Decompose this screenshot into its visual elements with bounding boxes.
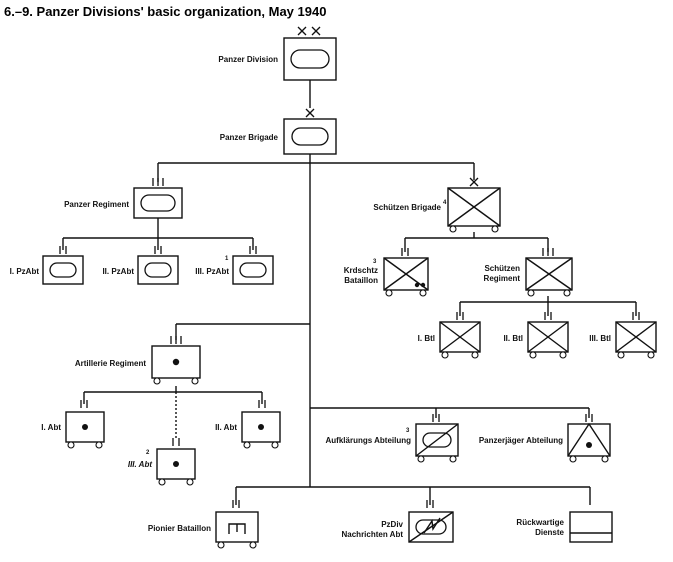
aufklaerung-label: Aufklärungs Abteilung — [326, 436, 412, 445]
artillerie-regiment-size-marker — [170, 336, 182, 344]
abt-3-size-marker — [249, 246, 257, 254]
btl-3-label: III. Btl — [589, 334, 611, 343]
btl-2-size-marker — [544, 312, 552, 320]
art-abt-1-symbol — [65, 411, 105, 449]
size-markers — [59, 26, 640, 508]
panzer-brigade-label: Panzer Brigade — [220, 133, 279, 142]
pzabt-2-symbol — [137, 255, 179, 285]
rueckwaertige-dienste-symbol — [569, 511, 613, 543]
art-abt-1-size-marker — [80, 400, 88, 408]
artillerie-regiment-label: Artillerie Regiment — [75, 359, 146, 368]
schuetzen-regiment-symbol — [525, 257, 573, 297]
schuetzen-regiment-label-line2: Regiment — [484, 274, 521, 283]
nachrichten-size-marker — [426, 500, 434, 508]
panzer-division-symbol — [283, 37, 337, 81]
panzer-regiment-label: Panzer Regiment — [64, 200, 129, 209]
schuetzen-brigade-footnote: 4 — [443, 200, 447, 206]
art-abt-3-size-marker — [172, 438, 180, 446]
btl-1-size-marker — [456, 312, 464, 320]
pionier-size-marker — [232, 500, 240, 508]
btl-2-label: II. Btl — [503, 334, 523, 343]
btl-1-label: I. Btl — [418, 334, 435, 343]
panzerjaeger-label: Panzerjäger Abteilung — [479, 436, 563, 445]
panzer-regiment-size-marker — [152, 178, 164, 186]
krad-footnote: 3 — [373, 259, 377, 265]
pzabt-1-symbol — [42, 255, 84, 285]
pzabt-1-label: I. PzAbt — [10, 267, 40, 276]
panzer-brigade-symbol — [283, 118, 337, 155]
connector-lines — [62, 80, 637, 505]
panzer-regiment-symbol — [133, 187, 183, 219]
rueckwaertige-label-line2: Dienste — [535, 528, 564, 537]
btl-3-size-marker — [632, 312, 640, 320]
btl-3-symbol — [615, 321, 657, 359]
panzerjaeger-symbol — [567, 422, 611, 463]
page-title: 6.–9. Panzer Divisions' basic organizati… — [4, 4, 326, 19]
nachrichten-abt-symbol — [408, 511, 454, 543]
btl-1-symbol — [439, 321, 481, 359]
art-abt-2-label: II. Abt — [215, 423, 237, 432]
krad-label-line2: Bataillon — [344, 276, 378, 285]
abt-1-size-marker — [59, 246, 67, 254]
pzabt-3-symbol — [232, 255, 274, 285]
rueckwaertige-label-line1: Rückwartige — [516, 518, 564, 527]
art-abt-2-symbol — [241, 411, 281, 449]
art-abt-2-size-marker — [258, 400, 266, 408]
art-abt-3-symbol — [156, 448, 196, 486]
art-abt-1-label: I. Abt — [41, 423, 61, 432]
artillerie-regiment-symbol — [151, 345, 201, 385]
schuetzen-brigade-label: Schützen Brigade — [373, 203, 441, 212]
pionier-bataillon-label: Pionier Bataillon — [148, 524, 211, 533]
pionier-bataillon-symbol — [215, 511, 259, 549]
krad-size-marker — [401, 248, 409, 256]
aufklaerung-symbol — [415, 423, 459, 463]
schuetzen-regiment-size-marker — [542, 248, 554, 256]
brigade-size-marker — [305, 108, 315, 118]
schuetzen-regiment-label-line1: Schützen — [484, 264, 520, 273]
art-abt-3-footnote: 2 — [146, 450, 150, 456]
art-abt-3-label: III. Abt — [128, 460, 152, 469]
btl-2-symbol — [527, 321, 569, 359]
schuetzen-brigade-symbol — [447, 187, 501, 233]
panzer-division-label: Panzer Division — [218, 55, 278, 64]
pzabt-2-label: II. PzAbt — [102, 267, 134, 276]
schuetzen-brigade-size-marker — [469, 177, 479, 187]
krad-label-line1: Krdschtz — [344, 266, 378, 275]
pzabt-3-label: III. PzAbt — [195, 267, 229, 276]
aufklaerung-size-marker — [432, 414, 440, 422]
pzabt-3-footnote: 1 — [225, 256, 229, 262]
division-size-marker — [297, 26, 321, 36]
abt-2-size-marker — [154, 246, 162, 254]
nachrichten-label-line1: PzDiv — [381, 520, 403, 529]
aufklaerung-footnote: 3 — [406, 428, 410, 434]
krad-bataillon-symbol — [383, 257, 429, 297]
nachrichten-label-line2: Nachrichten Abt — [342, 530, 404, 539]
panzerjaeger-size-marker — [585, 414, 593, 422]
